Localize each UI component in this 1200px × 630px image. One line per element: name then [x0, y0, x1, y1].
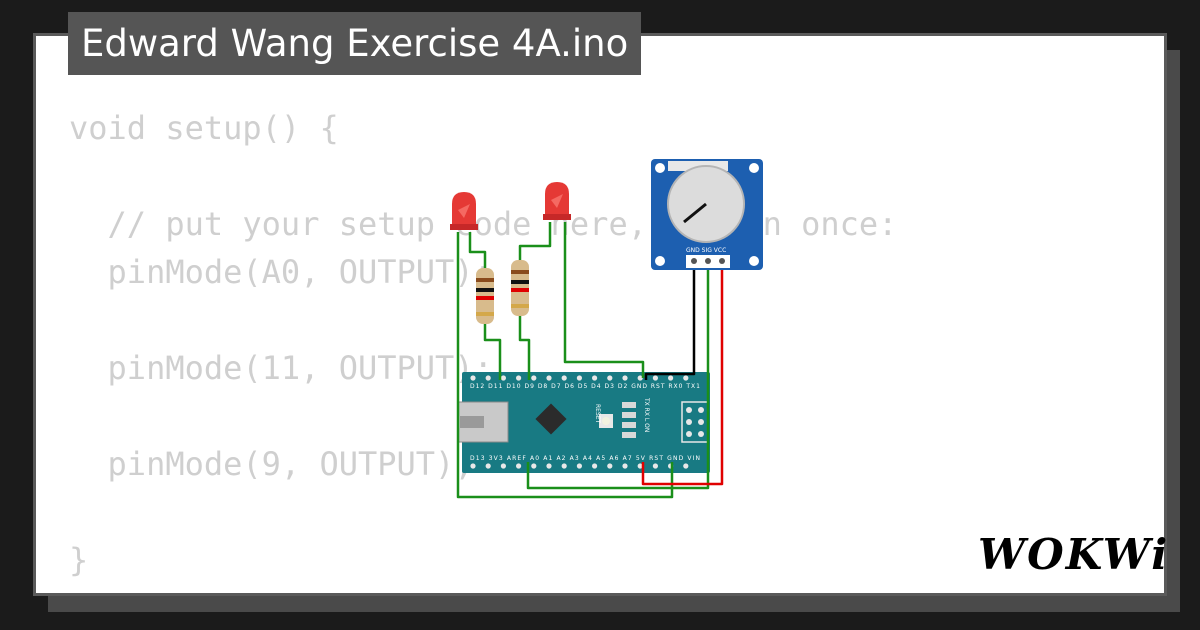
preview-card: void setup() { // put your setup code he… — [33, 33, 1167, 596]
header-pin[interactable] — [668, 375, 674, 381]
header-pin[interactable] — [500, 463, 506, 469]
wires — [456, 222, 724, 499]
arduino-nano-board[interactable]: D12 D11 D10 D9 D8 D7 D6 D5 D4 D3 D2 GND … — [457, 372, 710, 473]
header-pin[interactable] — [652, 463, 659, 469]
header-pin[interactable] — [637, 463, 643, 469]
wire-resistor2-d9 — [518, 314, 531, 380]
top-pin-labels: D12 D11 D10 D9 D8 D7 D6 D5 D4 D3 D2 GND … — [470, 383, 700, 390]
led-2[interactable] — [543, 182, 571, 220]
wire-pot-sig — [526, 262, 710, 490]
header-pin[interactable] — [607, 375, 613, 381]
bottom-pin-labels: D13 3V3 AREF A0 A1 A2 A3 A4 A5 A6 A7 5V … — [470, 455, 700, 462]
microcontroller-chip — [535, 403, 567, 435]
wokwi-logo: WOKWi — [978, 530, 1170, 579]
wire-pot-gnd — [644, 262, 696, 380]
header-pin[interactable] — [546, 375, 552, 381]
header-pin[interactable] — [485, 463, 491, 469]
header-pin[interactable] — [576, 375, 583, 381]
header-pin[interactable] — [561, 463, 567, 469]
project-title: Edward Wang Exercise 4A.ino — [68, 12, 642, 75]
header-pin[interactable] — [516, 375, 522, 381]
resistor-1[interactable] — [476, 268, 494, 324]
code-line: } — [69, 541, 89, 579]
code-line: void setup() { — [69, 109, 339, 147]
header-pin[interactable] — [576, 463, 583, 469]
header-pin[interactable] — [500, 375, 506, 381]
header-pin[interactable] — [485, 375, 491, 381]
code-line: pinMode(9, OUTPUT); — [107, 445, 474, 483]
header-pin[interactable] — [546, 463, 552, 469]
header-pin[interactable] — [531, 375, 537, 381]
header-pin[interactable] — [652, 375, 659, 381]
header-pin[interactable] — [470, 375, 476, 381]
header-pin[interactable] — [592, 375, 598, 381]
header-pin[interactable] — [561, 375, 567, 381]
header-pin[interactable] — [470, 463, 476, 469]
wire-resistor1-d11 — [483, 322, 502, 380]
board-led-labels: TX RX L ON — [643, 397, 650, 432]
header-pin[interactable] — [531, 463, 537, 469]
potentiometer[interactable]: GND SIG VCC — [651, 159, 763, 270]
resistor-2[interactable] — [511, 260, 529, 316]
header-pin[interactable] — [592, 463, 598, 469]
wire-led2-gnd — [563, 222, 645, 378]
header-pin[interactable] — [637, 375, 643, 381]
wire-led1-to-a0 — [456, 232, 674, 499]
icsp-header — [681, 401, 709, 443]
wire-pot-vcc — [641, 262, 724, 486]
wire-led1-resistor — [468, 232, 487, 270]
header-pin[interactable] — [622, 463, 628, 469]
header-pin[interactable] — [607, 463, 613, 469]
led-1[interactable] — [450, 192, 478, 230]
pot-pin-labels: GND SIG VCC — [686, 247, 726, 254]
header-pin[interactable] — [683, 463, 689, 469]
header-pin[interactable] — [622, 375, 628, 381]
header-pin[interactable] — [516, 463, 522, 469]
header-pin[interactable] — [683, 375, 689, 381]
wire-led2-resistor — [518, 222, 552, 262]
code-line: pinMode(A0, OUTPUT); — [107, 253, 493, 291]
status-leds — [622, 402, 636, 438]
code-line: void loop() { — [69, 589, 319, 593]
reset-label: RESET — [594, 404, 601, 424]
